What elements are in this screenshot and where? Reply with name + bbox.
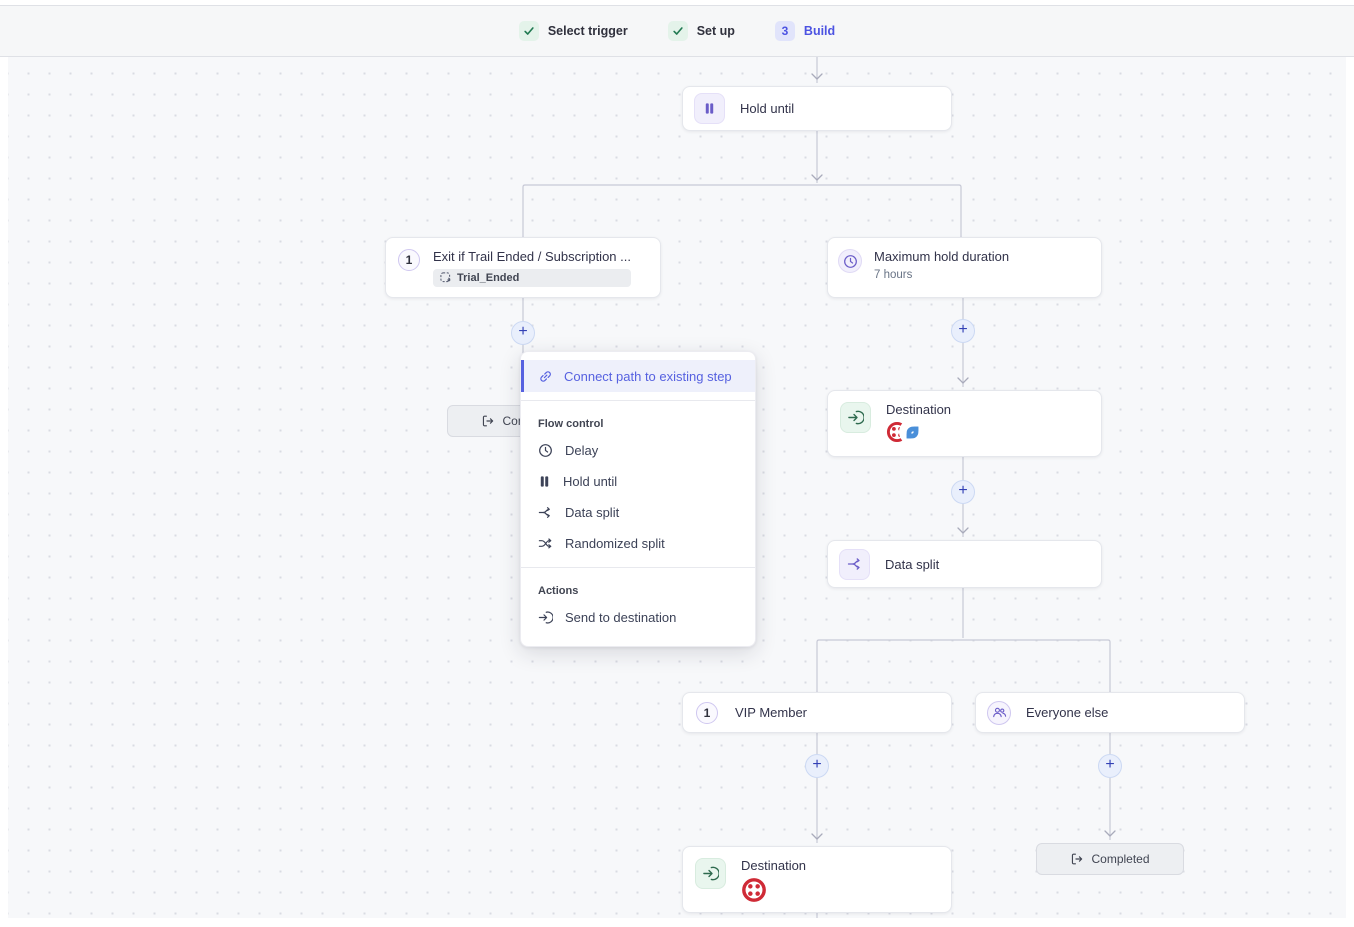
data-split-icon — [839, 548, 870, 580]
node-vip-member[interactable]: 1 VIP Member — [682, 692, 952, 733]
add-step-button-hold-branch[interactable]: + — [951, 319, 975, 343]
exit-icon — [483, 415, 494, 427]
step-set-up[interactable]: Set up — [667, 21, 735, 41]
shuffle-icon — [538, 538, 552, 549]
menu-item-label: Hold until — [563, 474, 618, 489]
event-tag-label: Trial_Ended — [457, 272, 520, 284]
node-title: Data split — [885, 556, 940, 572]
menu-item-send-to-destination[interactable]: Send to destination — [521, 602, 755, 633]
add-step-button-after-destination[interactable]: + — [951, 480, 975, 504]
add-step-button-vip-branch[interactable]: + — [805, 754, 829, 778]
send-to-destination-icon — [840, 402, 871, 433]
menu-item-randomized-split[interactable]: Randomized split — [521, 528, 755, 559]
add-step-menu: Connect path to existing step Flow contr… — [520, 351, 756, 647]
step-select-trigger[interactable]: Select trigger — [518, 21, 628, 41]
event-tag-badge[interactable]: Trial_Ended — [433, 269, 631, 287]
node-everyone-else[interactable]: Everyone else — [975, 692, 1245, 733]
step-number-badge: 3 — [774, 21, 795, 41]
add-step-button-exit-branch[interactable]: + — [511, 321, 535, 345]
menu-item-label: Connect path to existing step — [564, 368, 732, 384]
menu-item-connect-path[interactable]: Connect path to existing step — [521, 360, 755, 392]
add-step-button-everyone-branch[interactable]: + — [1098, 754, 1122, 778]
menu-item-hold-until[interactable]: Hold until — [521, 466, 755, 497]
node-hold-until[interactable]: Hold until — [682, 86, 952, 131]
menu-item-data-split[interactable]: Data split — [521, 497, 755, 528]
node-title: Hold until — [740, 101, 795, 116]
check-icon — [518, 21, 539, 41]
destination-app-logo-icon — [901, 421, 923, 443]
node-destination-vip[interactable]: Destination — [682, 846, 952, 913]
menu-divider — [521, 400, 755, 401]
node-data-split[interactable]: Data split — [827, 540, 1102, 588]
people-icon — [987, 700, 1011, 725]
exit-icon — [1072, 853, 1083, 865]
clock-icon — [838, 249, 862, 273]
menu-section-actions: Actions — [538, 585, 579, 597]
clock-icon — [539, 444, 552, 457]
step-label: Select trigger — [547, 24, 628, 38]
twilio-logo-icon — [741, 877, 767, 903]
step-build[interactable]: 3 Build — [774, 21, 836, 41]
step-label: Build — [803, 24, 836, 38]
menu-item-label: Randomized split — [565, 536, 665, 551]
menu-divider — [521, 567, 755, 568]
dashed-event-icon — [440, 272, 451, 283]
menu-item-delay[interactable]: Delay — [521, 435, 755, 466]
menu-item-label: Send to destination — [565, 610, 677, 625]
wizard-steps-bar: Select trigger Set up 3 Build — [0, 5, 1354, 57]
node-max-hold-duration[interactable]: Maximum hold duration 7 hours — [827, 237, 1102, 298]
node-title: Destination — [741, 858, 807, 873]
journey-canvas[interactable]: Hold until 1 Exit if Trail Ended / Subsc… — [8, 57, 1346, 918]
hold-duration-value: 7 hours — [874, 269, 913, 281]
menu-section-flow-control: Flow control — [538, 418, 604, 430]
node-title: Maximum hold duration — [874, 249, 1010, 264]
node-title: VIP Member — [735, 705, 808, 720]
pause-icon — [694, 93, 725, 124]
branch-number-badge: 1 — [398, 249, 420, 271]
node-title: Everyone else — [1026, 705, 1109, 720]
check-icon — [667, 21, 688, 41]
branch-number-badge: 1 — [696, 701, 718, 724]
link-icon — [540, 370, 551, 382]
send-to-destination-icon — [538, 611, 553, 624]
node-completed-else[interactable]: Completed — [1036, 843, 1184, 875]
menu-item-label: Delay — [565, 443, 599, 458]
node-destination-hold[interactable]: Destination — [827, 390, 1102, 457]
node-exit-rule[interactable]: 1 Exit if Trail Ended / Subscription ...… — [385, 237, 661, 298]
node-label: Completed — [1091, 852, 1150, 866]
node-title: Destination — [886, 402, 952, 417]
node-title: Exit if Trail Ended / Subscription ... — [433, 249, 631, 264]
data-split-icon — [538, 507, 550, 518]
pause-icon — [540, 476, 549, 487]
menu-item-label: Data split — [565, 505, 620, 520]
send-to-destination-icon — [695, 858, 726, 889]
step-label: Set up — [696, 24, 735, 38]
